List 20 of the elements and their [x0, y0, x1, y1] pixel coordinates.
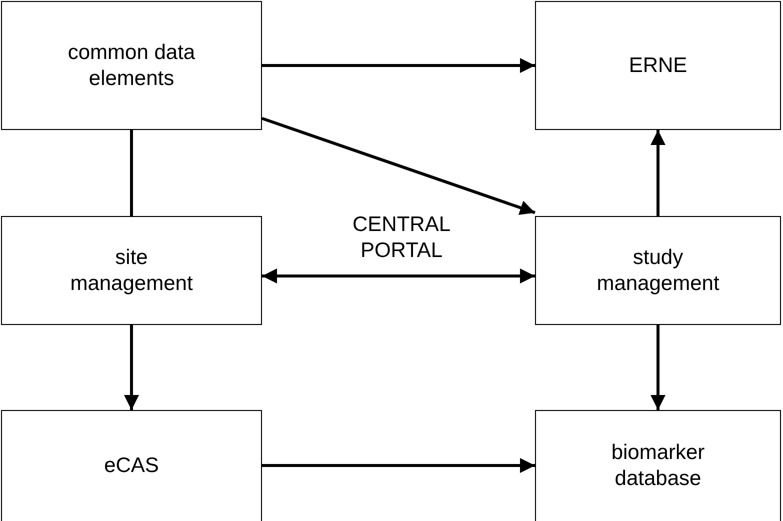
arrow — [262, 268, 535, 284]
arrow — [650, 130, 666, 216]
node-label: biomarker database — [610, 440, 706, 492]
arrow — [650, 325, 666, 410]
node-label: study management — [596, 244, 720, 296]
arrow — [262, 116, 536, 215]
node-label: eCAS — [104, 453, 159, 479]
process-box — [1, 1, 262, 130]
node-label: ERNE — [628, 52, 688, 78]
connector-line — [130, 130, 133, 216]
process-box — [535, 216, 781, 325]
arrow — [124, 325, 139, 410]
process-box — [1, 216, 262, 325]
process-box — [535, 410, 781, 521]
node-label: site management — [69, 244, 194, 296]
node-label: common data elements — [66, 40, 196, 92]
arrow — [262, 58, 535, 73]
process-box — [535, 1, 781, 130]
process-box — [1, 410, 262, 521]
arrow — [262, 458, 535, 473]
